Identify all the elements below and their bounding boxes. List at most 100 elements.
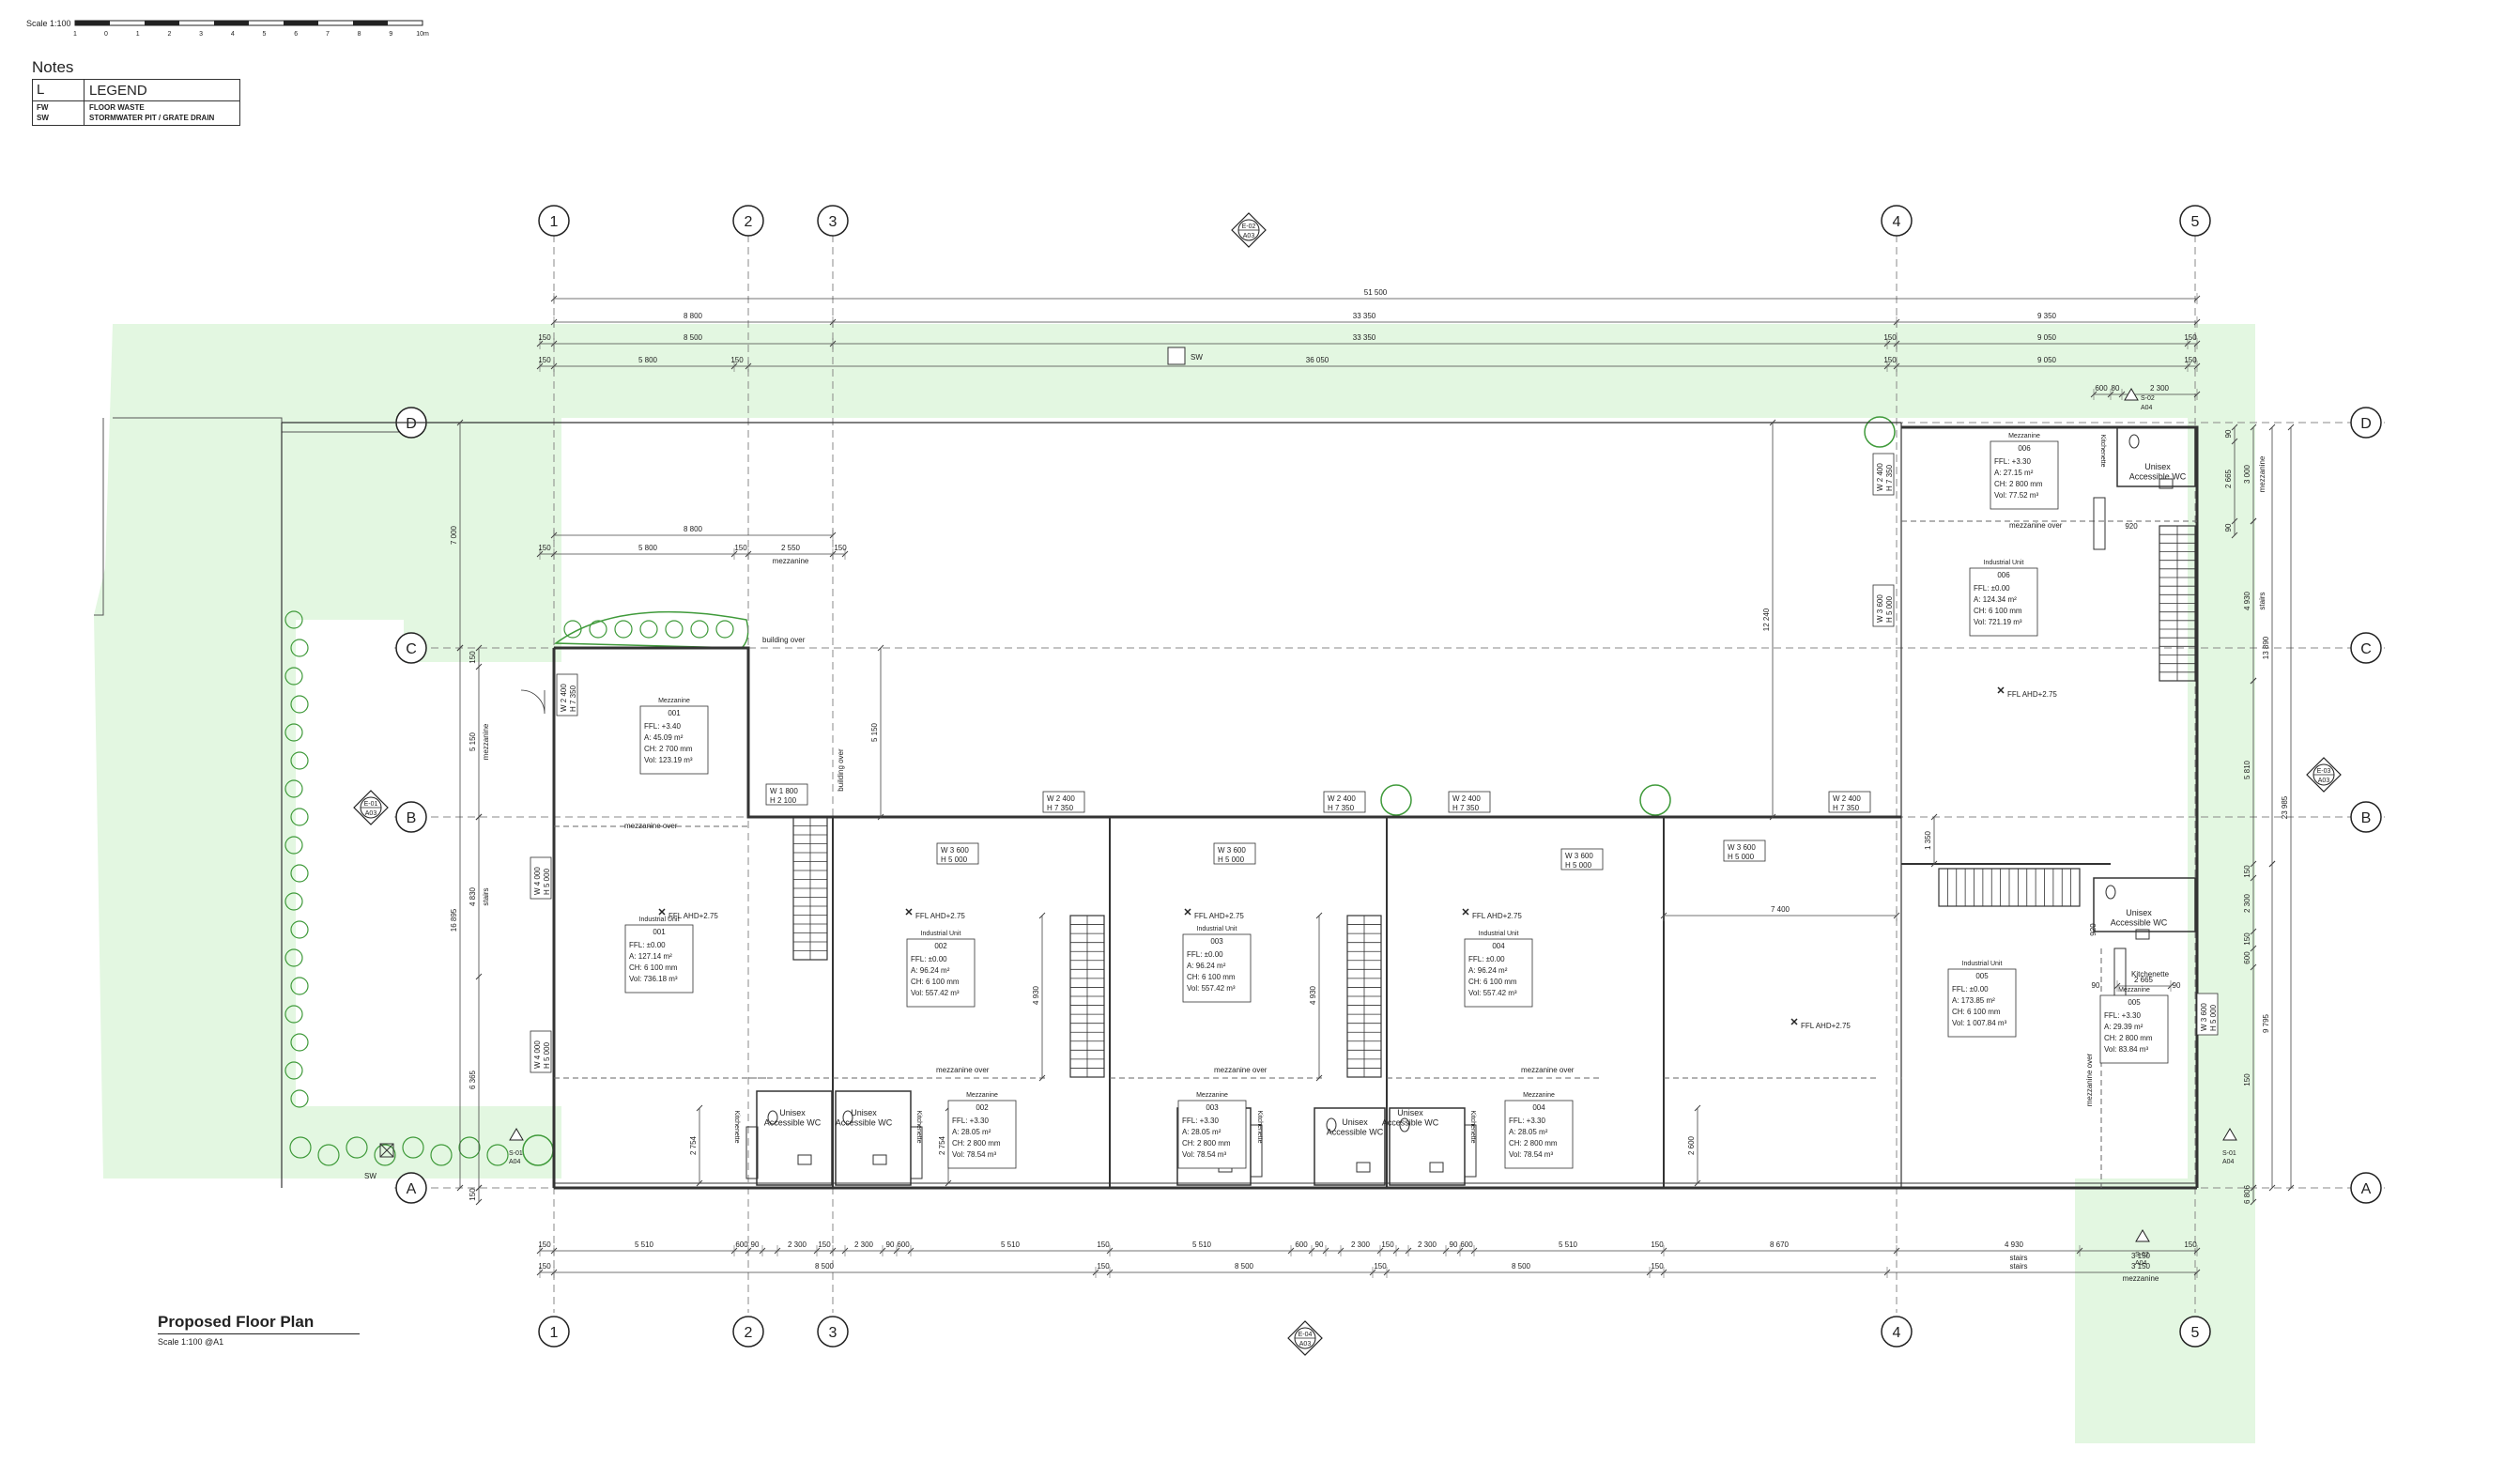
dimension-label: 150: [2243, 932, 2251, 946]
grid-bubble: [2350, 1172, 2382, 1204]
dimension-label: 150: [834, 544, 847, 552]
room-area: A: 28.05 m²: [1182, 1128, 1222, 1136]
dimension-tick: [2250, 860, 2257, 868]
room-ceiling-height: CH: 2 800 mm: [1182, 1139, 1231, 1148]
dimension-tick: [2250, 517, 2257, 525]
room-volume: Vol: 78.54 m³: [1509, 1150, 1553, 1159]
dimension-tick: [2287, 1184, 2295, 1192]
room-volume: Vol: 721.19 m³: [1974, 618, 2022, 626]
tree-icon: [1864, 416, 1896, 448]
tree-icon: [589, 620, 607, 639]
level-marker-icon: [1790, 1018, 1798, 1025]
grid-bubble-label: 4: [1893, 1325, 1901, 1341]
dimension-tick: [2268, 1184, 2276, 1192]
tree-icon: [690, 620, 709, 639]
toilet-icon: [1399, 1117, 1410, 1132]
dimension-label: 12 240: [1762, 608, 1771, 631]
opening-tag-label: W 3 600: [1728, 843, 1756, 852]
scale-bar-tick-label: 6: [294, 31, 298, 38]
dimension-tick: [1038, 912, 1046, 919]
dimension-label: 600: [735, 1240, 748, 1249]
dimension-label: stairs: [2009, 1254, 2027, 1262]
wc-room: [1314, 1107, 1386, 1186]
tree-icon: [290, 864, 309, 883]
tree-icon: [284, 892, 303, 911]
room-ceiling-height: CH: 6 100 mm: [911, 978, 960, 986]
room-number: 006: [2018, 444, 2031, 453]
pit-cross: [379, 1143, 394, 1158]
tree-icon: [458, 1136, 481, 1159]
room-volume: Vol: 78.54 m³: [952, 1150, 996, 1159]
basin-icon: [2135, 929, 2150, 940]
section-marker-ref: E-02: [1242, 223, 1256, 230]
room-tag: [1990, 440, 2059, 510]
tree-icon: [486, 1144, 509, 1166]
room-ffl: FFL: ±0.00: [629, 941, 666, 949]
dimension-label: 23 985: [2281, 795, 2289, 819]
dimension-label: 5 510: [1559, 1240, 1578, 1249]
dimension-label: 3 000: [2243, 464, 2251, 484]
dimension-tick: [2250, 945, 2257, 952]
opening-tag-label: H 7 350: [1328, 804, 1355, 812]
elevation-marker-icon: [2135, 1229, 2150, 1242]
dimension-tick: [475, 644, 483, 652]
walls: [281, 422, 2199, 1190]
dimension-label: 8 500: [1512, 1262, 1531, 1271]
kitchenette-bench: [1464, 1124, 1477, 1178]
room-tag: [639, 705, 709, 775]
dimension-label: 150: [538, 1240, 551, 1249]
tree-icon: [402, 1136, 424, 1159]
scale-bar-segment: [284, 21, 318, 25]
tree-icon: [290, 808, 309, 826]
section-marker-sheet: A04: [2135, 1260, 2147, 1267]
room-area: A: 29.39 m²: [2104, 1023, 2144, 1031]
scale-bar-segment: [145, 21, 179, 25]
room-type: Mezzanine: [2008, 433, 2040, 439]
mezzanine-over-label: mezzanine over: [2009, 521, 2063, 530]
grid-bubble: [817, 1316, 849, 1348]
opening-tag-label: W 3 600: [1876, 594, 1884, 623]
dimension-tick: [475, 663, 483, 670]
room-tag: [624, 924, 694, 994]
grid-bubble-label: 4: [1893, 214, 1901, 230]
grid-bubble: [2350, 801, 2382, 833]
dimension-tick: [2268, 860, 2276, 868]
room-type: Mezzanine: [966, 1092, 998, 1099]
scale-bar-tick-label: 3: [199, 31, 203, 38]
dimension-label: 920: [2125, 522, 2138, 531]
room-tag: [1177, 1100, 1247, 1169]
tree-icon: [290, 695, 309, 714]
dimension-label: 90: [886, 1240, 895, 1249]
dimension-tick: [1315, 1074, 1323, 1082]
basin-icon: [2159, 478, 2174, 489]
legend-code-header: L: [37, 82, 45, 98]
grid-bubble-label: C: [2360, 641, 2372, 657]
room-ffl: FFL: ±0.00: [1974, 584, 2010, 593]
dimension-label: 2 754: [938, 1135, 946, 1155]
opening-tag-label: W 2 400: [560, 684, 568, 712]
dimension-tick: [877, 813, 884, 821]
room-number: 001: [653, 928, 666, 936]
scale-bar-tick-label: 0: [104, 31, 108, 38]
room-ceiling-height: CH: 2 800 mm: [2104, 1034, 2153, 1042]
dimension-label: 600: [897, 1240, 910, 1249]
opening-tag-label: W 3 600: [1218, 846, 1246, 855]
dimension-label: 5 150: [469, 732, 477, 751]
grid-bubble-label: 1: [550, 214, 559, 230]
scale-bar-tick-label: 7: [326, 31, 330, 38]
dimension-tick: [456, 644, 464, 652]
room-ffl: FFL: ±0.00: [1952, 985, 1989, 994]
mezzanine-over-label: mezzanine over: [1214, 1066, 1268, 1074]
dimension-label: 4 930: [2243, 591, 2251, 610]
dimension-label: 90: [2092, 981, 2100, 990]
opening-tag-box: [1448, 791, 1491, 813]
dimension-label: 150: [1381, 1240, 1394, 1249]
dimension-tick: [2250, 677, 2257, 685]
opening-tag-label: W 4 000: [533, 1040, 542, 1069]
